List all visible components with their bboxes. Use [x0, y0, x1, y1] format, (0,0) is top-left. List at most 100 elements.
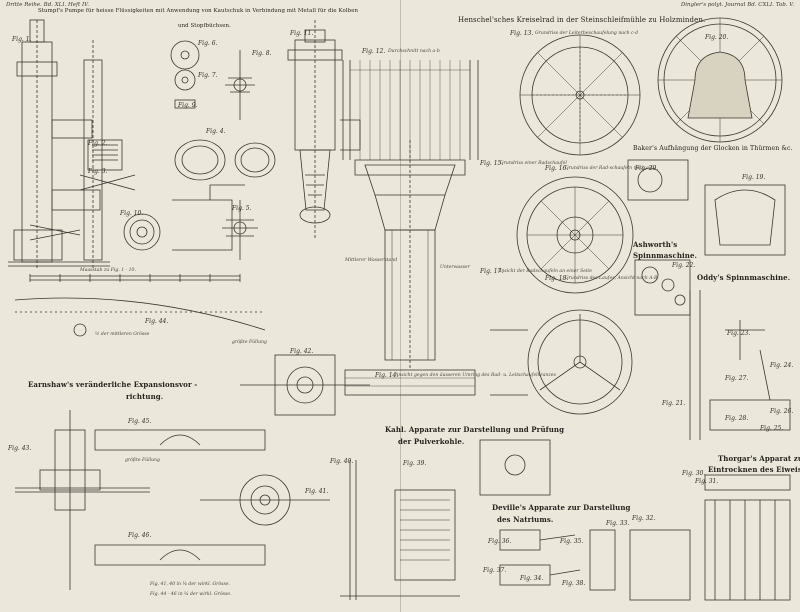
fig-label: Fig. 1.	[12, 36, 32, 43]
fig-label: Fig. 43.	[8, 445, 32, 452]
fig-label: Fig. 26.	[770, 408, 794, 415]
fig-label: Fig. 42.	[290, 348, 314, 355]
fig-label: Fig. 13.	[510, 30, 534, 37]
unterwasser-note: Unterwasser	[440, 265, 470, 270]
fig-label: Fig. 25.	[760, 425, 784, 432]
earnshaw-fig41-valve	[200, 474, 330, 526]
fig-label: Fig. 24.	[770, 362, 794, 369]
fuellung-max-note: größte Füllung	[232, 340, 267, 345]
fig-label: Fig. 44.	[145, 318, 169, 325]
header-right: Dingler's polyt. Journal Bd. CXLI. Tab. …	[680, 2, 794, 8]
title-thorgar: Thorgar's Apparat zum	[718, 454, 800, 463]
fig-label: Fig. 31.	[695, 478, 719, 485]
fig-label: Fig. 37.	[483, 567, 507, 574]
deville-apparatus	[499, 529, 616, 591]
fig16-radial-wheel	[516, 176, 634, 294]
scale-bar	[29, 274, 241, 282]
fig13-wheel-plan	[519, 34, 641, 156]
fig-label: Fig. 38.	[562, 580, 586, 587]
wasserstand-note: Mittlerer Wasserstand	[345, 258, 398, 263]
ashworth-spinning-machine	[634, 259, 691, 316]
stumpf-small-details	[170, 40, 276, 260]
fig-label: Fig. 46.	[128, 532, 152, 539]
fig-label: Fig. 12.	[362, 48, 386, 55]
header-left: Dritte Reihe. Bd. XLI. Heft IV.	[6, 2, 89, 8]
fig-label: Fig. 2.	[88, 140, 108, 147]
fig41-caption-2: Fig. 44 - 46 in ¼ der wirkl. Grösse.	[150, 592, 232, 597]
title-deville: Deville's Apparate zur Darstellung	[492, 503, 631, 512]
fig-label: Fig. 29.	[635, 165, 659, 172]
fig-label: Fig. 6.	[198, 40, 218, 47]
fig-label: Fig. 3.	[88, 168, 108, 175]
fig-label: Fig. 5.	[232, 205, 252, 212]
fig-label: Fig. 41.	[305, 488, 329, 495]
fig13-note: Grundriss der Leiterbeschaufelung nach c…	[535, 31, 639, 36]
earnshaw-fig43-spindle	[15, 410, 150, 590]
title-stumpf: Stumpf's Pumpe für heisse Flüssigkeiten …	[38, 8, 359, 14]
fig11-pump-drawing	[287, 20, 361, 240]
fig-label: Fig. 19.	[742, 174, 766, 181]
fig-label: Fig. 35.	[560, 538, 584, 545]
title-thorgar-2: Eintrocknen des Eiweisses.	[708, 465, 800, 474]
title-baker: Baker's Aufhängung der Glocken in Thürme…	[633, 145, 793, 152]
fig-label: Fig. 21.	[662, 400, 686, 407]
fig-label: Fig. 45.	[128, 418, 152, 425]
fig12-note: Durchschnitt nach a-b	[388, 49, 440, 54]
fig-label: Fig. 8.	[252, 50, 272, 57]
fig18-note: Grundriss des Laufes, Ansicht nach A-B	[565, 276, 658, 281]
title-stumpf-2: und Stopfbüchsen.	[178, 23, 231, 29]
fuellung-groesste-note: größte Füllung	[125, 458, 160, 463]
fig-label: Fig. 28.	[725, 415, 749, 422]
earnshaw-fig46-section	[94, 544, 266, 566]
fig-label: Fig. 20.	[705, 34, 729, 41]
title-earnshaw-2: richtung.	[126, 392, 164, 401]
fig-label: Fig. 23.	[727, 330, 751, 337]
kahl-apparatus	[349, 439, 551, 600]
thorgar-apparatus	[629, 474, 791, 601]
fig-label: Fig. 27.	[725, 375, 749, 382]
stumpf-left-details	[29, 139, 161, 251]
title-earnshaw: Earnshaw's veränderliche Expansionsvor -	[28, 380, 198, 389]
fig18-large-wheel	[490, 309, 633, 415]
fig-label: Fig. 11.	[290, 30, 314, 37]
fig-label: Fig. 30.	[682, 470, 706, 477]
fig-label: Fig. 4.	[206, 128, 226, 135]
fig12-turbine-section	[342, 60, 479, 396]
fig-label: Fig. 18.	[545, 275, 569, 282]
fig-label: Fig. 33.	[606, 520, 630, 527]
title-kahl: Kahl. Apparate zur Darstellung und Prüfu…	[385, 425, 565, 434]
fig-label: Fig. 10.	[120, 210, 144, 217]
fig41-caption: Fig. 41, 40 in ¼ der wirkl. Grösse.	[150, 582, 231, 587]
earnshaw-fig42-valve	[240, 354, 370, 416]
baker-bell-detail	[627, 159, 786, 256]
fig-label: Fig. 32.	[632, 515, 656, 522]
fig15-note: Grundriss einer Radschaufel	[500, 161, 567, 166]
fig-label: Fig. 34.	[520, 575, 544, 582]
title-ashworth-2: Spinnmaschine.	[633, 251, 698, 260]
fig14-note: Ansicht gegen den äusseren Umring des Ra…	[395, 373, 556, 378]
fig16-note: Grundriss der Rad-schaufeln nach c-f	[565, 166, 653, 171]
oddy-spinning-machine	[689, 290, 791, 440]
earnshaw-fig44-diagram	[14, 297, 266, 337]
fig-label: Fig. 36.	[488, 538, 512, 545]
fig-label: Fig. 15.	[480, 160, 504, 167]
title-ashworth: Ashworth's	[633, 240, 678, 249]
title-henschel: Henschel'sches Kreiselrad in der Steinsc…	[458, 16, 706, 24]
fig-label: Fig. 17.	[480, 268, 504, 275]
center-fold-line	[400, 0, 401, 612]
fig-label: Fig. 7.	[198, 72, 218, 79]
fuellung-min-note: ½ der mittleren Grösse	[95, 332, 150, 337]
title-kahl-2: der Pulverkohle.	[398, 437, 465, 446]
fig-label: Fig. 39.	[403, 460, 427, 467]
fig17-note: Ansicht der Radschaufeln an einer Seite	[498, 269, 592, 274]
fig-label: Fig. 14.	[375, 372, 399, 379]
fig-label: Fig. 40.	[330, 458, 354, 465]
fig-label: Fig. 16.	[545, 165, 569, 172]
title-oddy: Oddy's Spinnmaschine.	[697, 273, 791, 282]
scale-note: Maasstab zu Fig. 1 - 10.	[80, 268, 136, 273]
title-deville-2: des Natriums.	[497, 515, 554, 524]
fig-label: Fig. 22.	[672, 262, 696, 269]
fig20-bell	[657, 17, 783, 143]
